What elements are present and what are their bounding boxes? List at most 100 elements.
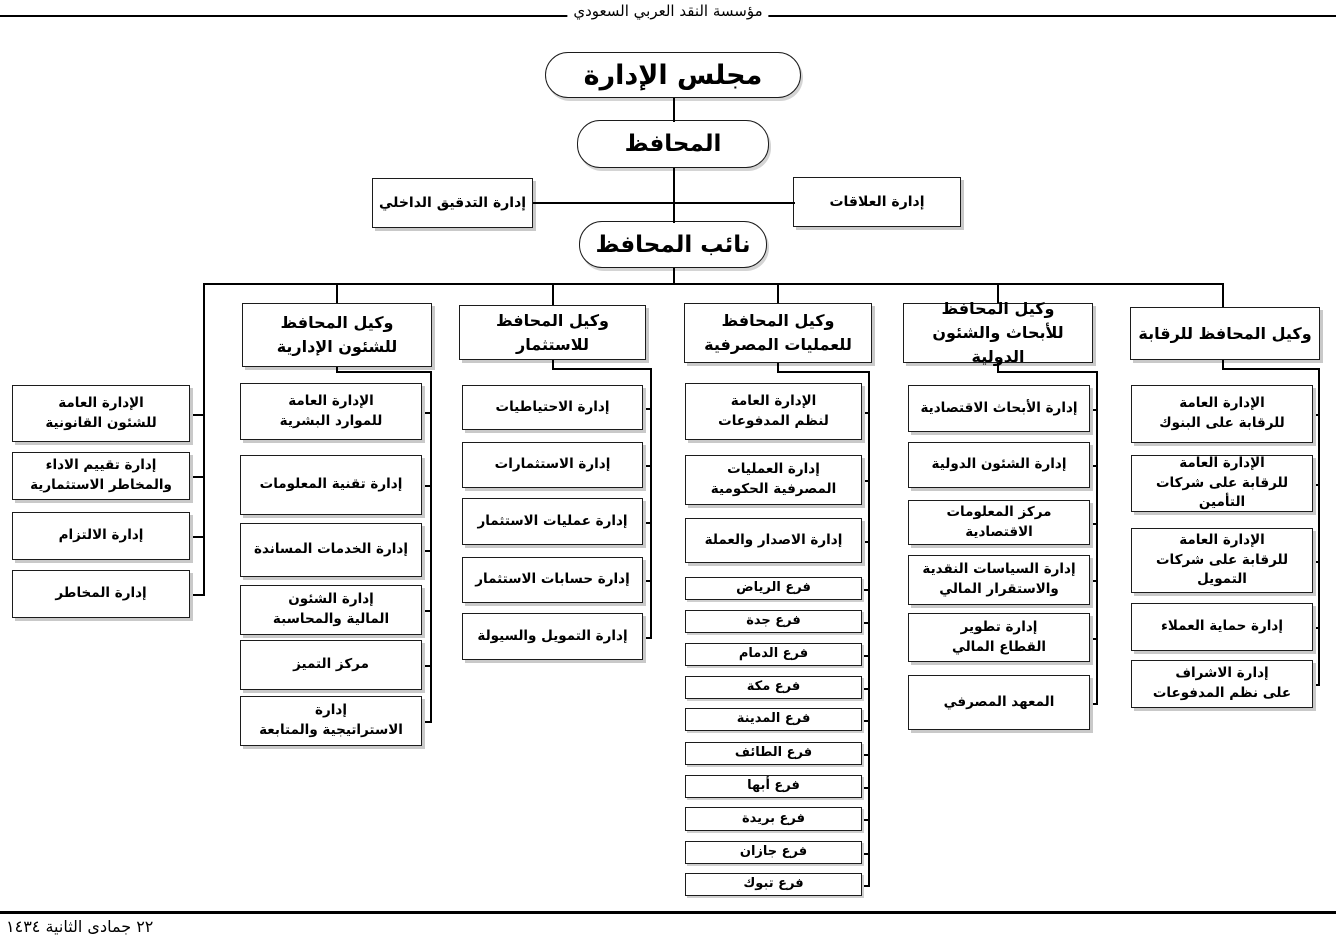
department-box: إدارة تقنية المعلومات — [240, 455, 422, 515]
connector-line — [777, 363, 779, 373]
connector-line — [862, 720, 870, 722]
connector-line — [777, 371, 870, 373]
connector-line — [190, 536, 205, 538]
connector-line — [673, 98, 675, 122]
department-box: إدارة الاحتياطيات — [462, 385, 643, 430]
connector-line — [1090, 638, 1098, 640]
department-box: الإدارة العامة للموارد البشرية — [240, 383, 422, 440]
connector-line — [643, 522, 652, 524]
connector-line — [868, 371, 870, 886]
connector-line — [422, 665, 432, 667]
connector-line — [1222, 283, 1224, 309]
vice-governor-box: وكيل المحافظ للعمليات المصرفية — [684, 303, 872, 363]
connector-line — [997, 283, 999, 305]
deputy-unit-box: إدارة المخاطر — [12, 570, 190, 618]
deputy-governor-box: نائب المحافظ — [579, 221, 767, 268]
connector-line — [1313, 627, 1320, 629]
connector-line — [862, 541, 870, 543]
connector-line — [643, 465, 652, 467]
connector-line — [673, 168, 675, 223]
department-box: إدارة الاصدار والعملة — [685, 518, 862, 563]
connector-line — [997, 371, 1098, 373]
org-title: مؤسسة النقد العربي السعودي — [567, 2, 769, 20]
connector-line — [422, 412, 432, 414]
connector-line — [1090, 409, 1098, 411]
connector-line — [422, 485, 432, 487]
connector-line — [1090, 580, 1098, 582]
deputy-unit-box: إدارة الالتزام — [12, 512, 190, 560]
connector-line — [862, 688, 870, 690]
connector-line — [190, 414, 205, 416]
vice-governor-box: وكيل المحافظ للأبحاث والشئون الدولية — [903, 299, 1093, 366]
department-box: مركز التميز — [240, 640, 422, 690]
connector-line — [422, 610, 432, 612]
hijri-date: ٢٢ جمادى الثانية ١٤٣٤ — [6, 917, 154, 936]
department-box: إدارة الشئون الدولية — [908, 442, 1090, 488]
connector-line — [336, 371, 432, 373]
connector-line — [1313, 561, 1320, 563]
branch-box: فرع الرياض — [685, 577, 862, 600]
connector-line — [1222, 368, 1320, 370]
branch-box: فرع جدة — [685, 610, 862, 633]
connector-line — [862, 754, 870, 756]
connector-line — [336, 367, 338, 373]
connector-line — [777, 283, 779, 305]
vice-governor-box: وكيل المحافظ للرقابة — [1130, 307, 1320, 360]
connector-line — [1090, 703, 1098, 705]
department-box: إدارة الشئون المالية والمحاسبة — [240, 585, 422, 635]
connector-line — [650, 368, 652, 638]
department-box: الإدارة العامة لنظم المدفوعات — [685, 383, 862, 440]
connector-line — [190, 594, 205, 596]
connector-line — [643, 637, 652, 639]
department-box: إدارة التمويل والسيولة — [462, 613, 643, 660]
connector-line — [643, 408, 652, 410]
vice-governor-box: وكيل المحافظ للشئون الإدارية — [242, 303, 432, 367]
connector-line — [862, 622, 870, 624]
connector-line — [203, 283, 1224, 285]
relations-box: إدارة العلاقات — [793, 177, 961, 227]
department-box: الإدارة العامة للرقابة على شركات التأمين — [1131, 455, 1313, 512]
connector-line — [673, 268, 675, 285]
connector-line — [336, 283, 338, 305]
connector-line — [1222, 360, 1224, 370]
connector-line — [422, 721, 432, 723]
department-box: إدارة عمليات الاستثمار — [462, 498, 643, 545]
internal-audit-box: إدارة التدقيق الداخلي — [372, 178, 533, 228]
department-box: إدارة الاستراتيجية والمتابعة — [240, 696, 422, 746]
connector-line — [862, 480, 870, 482]
connector-line — [862, 787, 870, 789]
department-box: إدارة السياسات النقدية والاستقرار المالي — [908, 555, 1090, 605]
connector-line — [1313, 484, 1320, 486]
connector-line — [552, 368, 652, 370]
department-box: إدارة تطوير القطاع المالي — [908, 613, 1090, 662]
department-box: مركز المعلومات الاقتصادية — [908, 500, 1090, 545]
connector-line — [1318, 368, 1320, 686]
department-box: إدارة حسابات الاستثمار — [462, 557, 643, 603]
connector-line — [422, 550, 432, 552]
department-box: إدارة الأبحاث الاقتصادية — [908, 385, 1090, 432]
connector-line — [552, 360, 554, 370]
vice-governor-box: وكيل المحافظ للاستثمار — [459, 305, 646, 360]
connector-line — [997, 363, 999, 373]
department-box: إدارة الاستثمارات — [462, 442, 643, 488]
governor-box: المحافظ — [577, 120, 769, 168]
connector-line — [862, 412, 870, 414]
department-box: الإدارة العامة للرقابة على البنوك — [1131, 385, 1313, 443]
connector-line — [862, 819, 870, 821]
connector-line — [1096, 371, 1098, 704]
department-box: إدارة حماية العملاء — [1131, 603, 1313, 651]
connector-line — [552, 283, 554, 307]
branch-box: فرع المدينة — [685, 708, 862, 731]
department-box: إدارة العمليات المصرفية الحكومية — [685, 455, 862, 505]
connector-line — [1090, 465, 1098, 467]
branch-box: فرع جازان — [685, 841, 862, 864]
connector-line — [1090, 523, 1098, 525]
branch-box: فرع تبوك — [685, 873, 862, 896]
branch-box: فرع مكة — [685, 676, 862, 699]
connector-line — [862, 885, 870, 887]
connector-line — [643, 580, 652, 582]
connector-line — [1313, 414, 1320, 416]
connector-line — [430, 371, 432, 723]
deputy-unit-box: إدارة تقييم الاداء والمخاطر الاستثمارية — [12, 452, 190, 500]
